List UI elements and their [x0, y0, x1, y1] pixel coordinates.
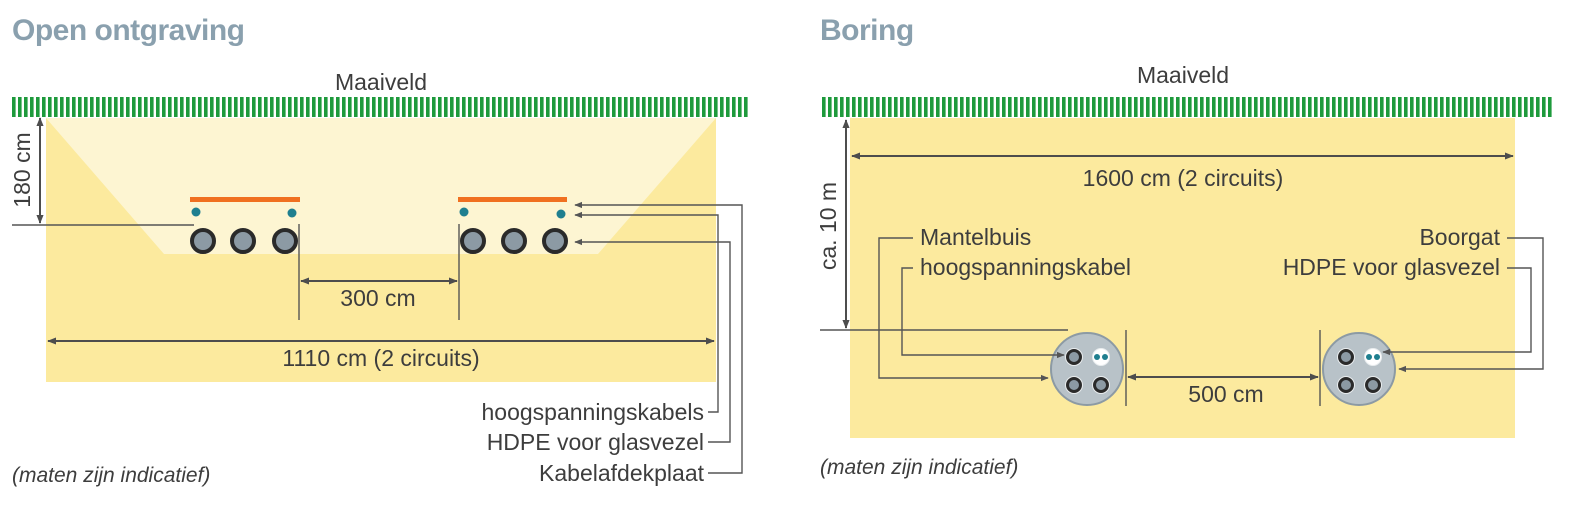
fiber-duct — [1374, 354, 1380, 360]
open-trench-title: Open ontgraving — [12, 14, 245, 47]
leader-hv-cable — [901, 267, 1065, 359]
trench-backfill — [46, 118, 716, 254]
borehole-left — [1050, 332, 1124, 406]
drilling-title: Boring — [820, 14, 914, 47]
fiber-duct — [1094, 354, 1100, 360]
fiber-duct — [1366, 354, 1372, 360]
hv-cable — [501, 228, 527, 254]
hv-cable — [1093, 377, 1109, 393]
label-borehole: Boorgat — [1419, 224, 1500, 250]
hv-cable — [460, 228, 486, 254]
borehole-right — [1322, 332, 1396, 406]
fiber-duct — [1102, 354, 1108, 360]
label-casing-pipe: Mantelbuis — [920, 224, 1031, 250]
spacing-label: 500 cm — [1188, 381, 1263, 407]
ground-surface — [12, 97, 748, 117]
hv-cable — [1066, 377, 1082, 393]
cover-plate — [458, 197, 567, 202]
casing-pipe — [1364, 348, 1382, 366]
label-hv-cable: hoogspanningskabel — [920, 254, 1131, 280]
borehole — [1050, 332, 1124, 406]
circuit-right — [458, 197, 568, 254]
hv-cable — [272, 228, 298, 254]
circuit-left — [190, 197, 300, 254]
leader-borehole — [1398, 237, 1544, 373]
soil-area — [850, 118, 1515, 438]
hv-cable — [1365, 377, 1381, 393]
legend-fiber-duct: HDPE voor glasvezel — [487, 429, 704, 455]
fiber-duct — [191, 207, 201, 217]
legend-hv-cables: hoogspanningskabels — [481, 399, 704, 425]
width-label: 1600 cm (2 circuits) — [1083, 165, 1284, 191]
indicative-note: (maten zijn indicatief) — [820, 456, 1018, 479]
leader-cover-plate — [574, 201, 743, 474]
ground-label: Maaiveld — [335, 69, 427, 95]
leader-hv-cables — [574, 211, 719, 413]
leader-fiber-duct — [1382, 267, 1532, 356]
borehole — [1322, 332, 1396, 406]
legend-cover-plate: Kabelafdekplaat — [539, 460, 705, 486]
open-trench-section: Maaiveld 180 cm 300 cm 11 — [9, 69, 748, 487]
hv-cable — [542, 228, 568, 254]
hv-cable — [1338, 349, 1354, 365]
leader-fiber-duct — [574, 238, 731, 443]
hv-cable — [190, 228, 216, 254]
ground-label: Maaiveld — [1137, 62, 1229, 88]
hv-cable — [1066, 349, 1082, 365]
fiber-duct — [556, 209, 566, 219]
leader-casing-pipe — [878, 237, 1049, 382]
hv-cable — [1338, 377, 1354, 393]
drilling-section: Maaiveld ca. 10 m 1600 cm (2 circuits) — [815, 62, 1552, 479]
ground-surface — [820, 97, 1552, 117]
spacing-label: 300 cm — [340, 285, 415, 311]
hv-cable — [230, 228, 256, 254]
width-label: 1110 cm (2 circuits) — [282, 345, 479, 371]
fiber-duct — [287, 208, 297, 218]
fiber-duct — [459, 207, 469, 217]
depth-label: ca. 10 m — [815, 182, 841, 270]
casing-pipe — [1092, 348, 1110, 366]
indicative-note: (maten zijn indicatief) — [12, 464, 210, 487]
depth-label: 180 cm — [9, 132, 35, 207]
cover-plate — [190, 197, 300, 202]
label-fiber-duct: HDPE voor glasvezel — [1283, 254, 1500, 280]
